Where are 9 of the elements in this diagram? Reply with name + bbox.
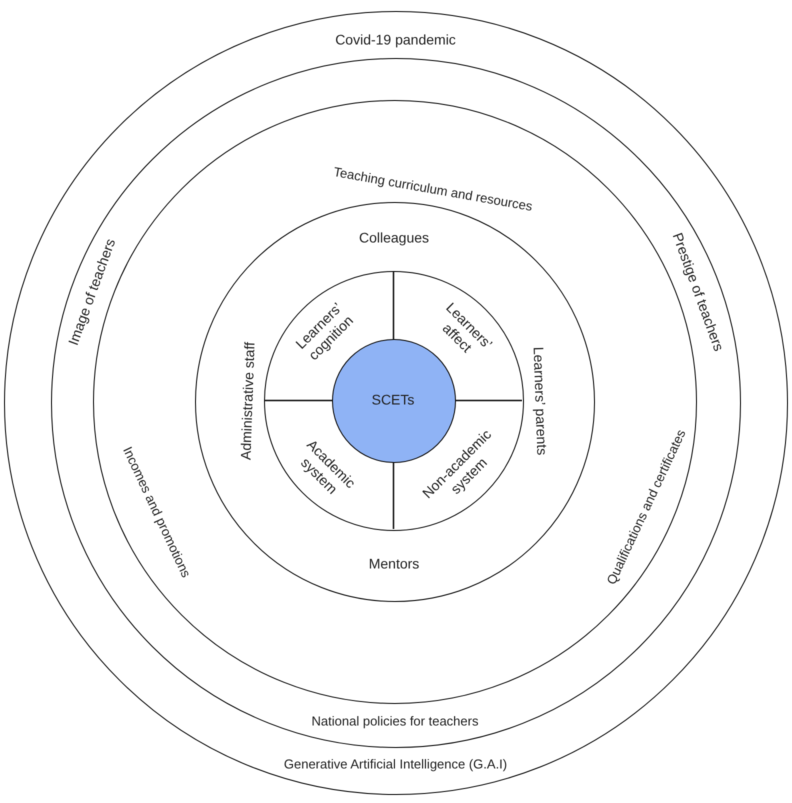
center-label: SCETs — [372, 392, 414, 408]
ring-label: Learners’ parents — [530, 346, 550, 456]
ring-label: Mentors — [368, 556, 420, 572]
ring-label: Generative Artificial Intelligence (G.A.I) — [284, 755, 508, 772]
ring-label: National policies for teachers — [312, 712, 478, 730]
ring-label: Colleagues — [358, 230, 430, 246]
ring-label: Administrative staff — [237, 342, 259, 460]
ring-label: Covid-19 pandemic — [335, 31, 456, 48]
ring-label: Teaching curriculum and resources — [332, 162, 534, 214]
